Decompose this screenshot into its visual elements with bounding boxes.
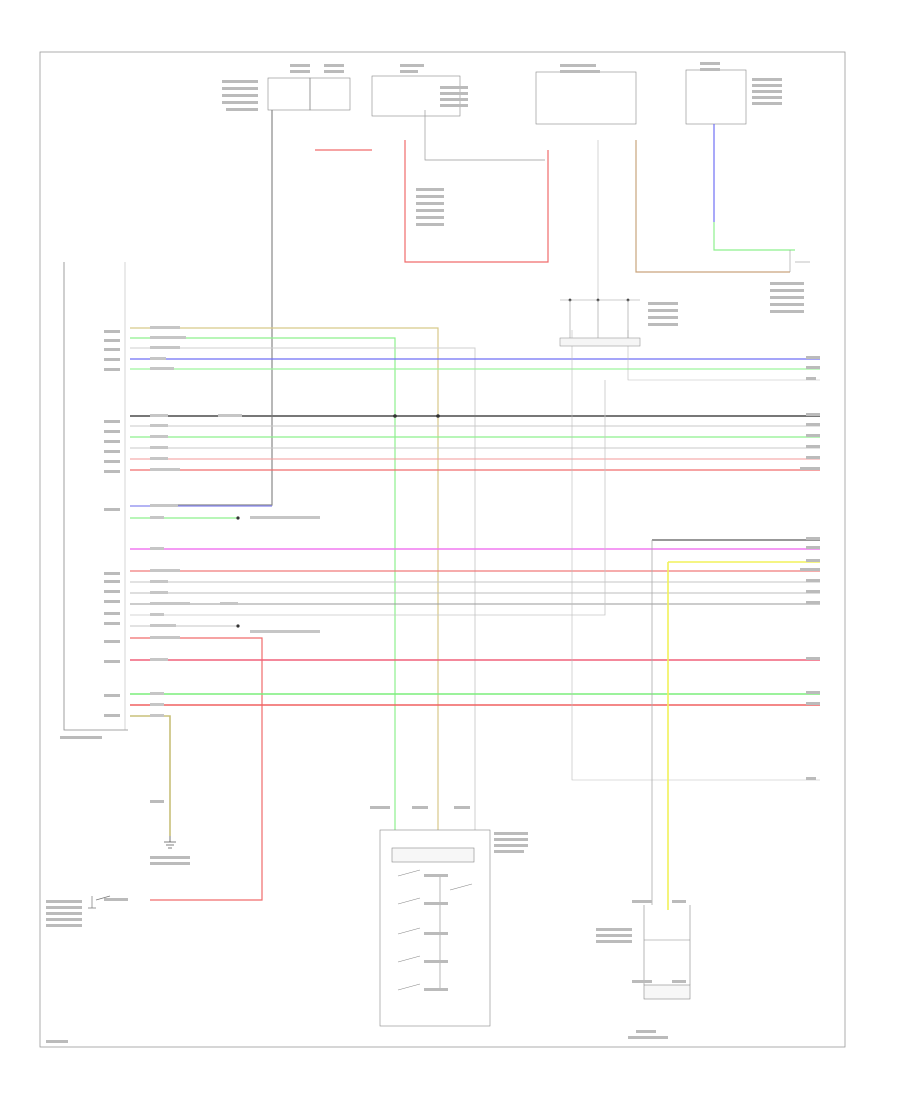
fuse-block-left: [267, 77, 311, 111]
ignition-block: [371, 75, 461, 117]
wire-top-yellow: [130, 327, 439, 830]
fuse-block-mid: [309, 77, 351, 111]
fuse-box-right: [685, 69, 747, 125]
mirror-switch-marks: [370, 806, 528, 991]
left-wire-marks: [150, 326, 320, 717]
bottom-left-marks: [46, 800, 190, 927]
diagram-border: [39, 51, 846, 1048]
mirror-switch-assembly: [379, 829, 491, 1027]
top-component-group: [267, 69, 747, 125]
top-feeds: [150, 110, 795, 506]
ecu-body: [63, 262, 128, 731]
feed-gray-ign: [424, 110, 545, 161]
right-wire-marks: [800, 356, 820, 780]
feed-green: [713, 222, 795, 251]
wire-olive-ground: [130, 715, 171, 836]
feed-red-vertical: [404, 140, 549, 263]
relay-box: [535, 71, 637, 125]
wire-gray-1: [130, 347, 476, 830]
ecu-pin-marks: [60, 330, 120, 739]
top-label-marks: [222, 62, 804, 326]
page-footnote-mark: [46, 1040, 68, 1043]
mirror-motor-assembly: [643, 905, 691, 1000]
wire-gray-4f: [130, 637, 263, 901]
switch-cluster: [559, 299, 641, 347]
mirror-motor-marks: [596, 900, 686, 1039]
wire-thin-gray-a: [627, 330, 820, 381]
wire-gray-4d: [130, 380, 606, 616]
feed-left-gray: [150, 110, 273, 506]
feed-brown: [635, 140, 790, 273]
wire-thin-gray-b: [571, 330, 820, 781]
bottom-left-switch: [88, 895, 111, 909]
wire-green-1: [130, 337, 396, 830]
right-connector: [789, 250, 810, 272]
ground-symbol-left: [164, 836, 176, 849]
harness-wires: [130, 327, 820, 910]
